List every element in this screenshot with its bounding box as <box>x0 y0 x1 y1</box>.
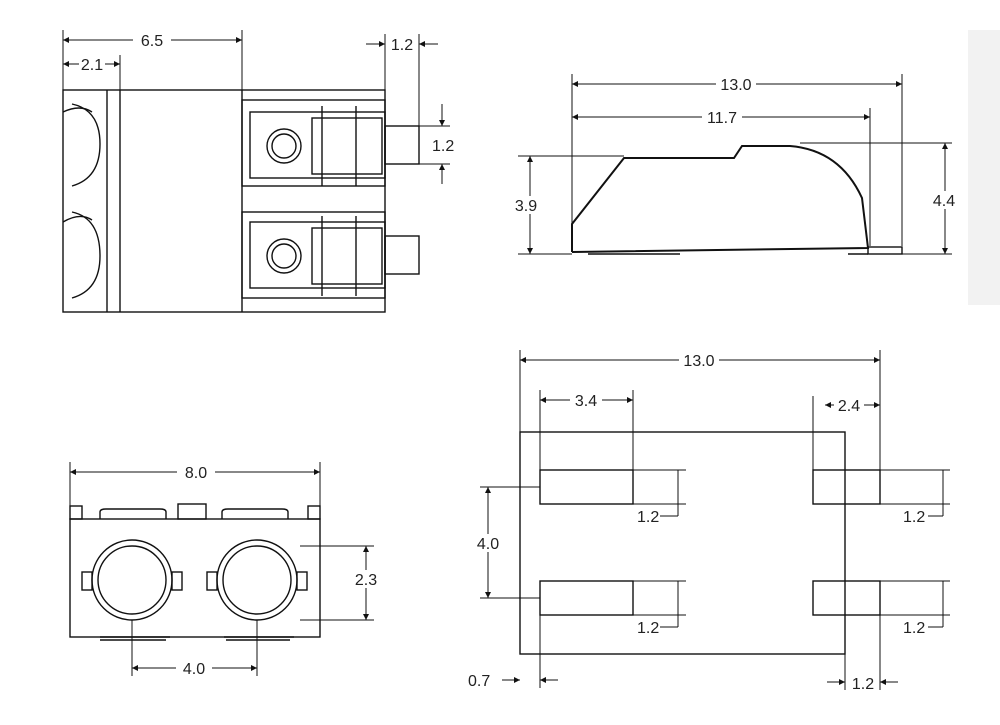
dim-pad-width-bottom-left: 1.2 <box>637 620 659 637</box>
dim-pad-extension: 1.2 <box>852 676 874 693</box>
dim-pad-length-left: 3.4 <box>575 393 597 410</box>
side-lead <box>867 246 903 255</box>
dim-lead-length: 1.2 <box>391 37 413 54</box>
lens-right <box>206 539 308 621</box>
lead-upper <box>384 125 420 165</box>
top-view-outline <box>62 89 386 313</box>
footprint-outline <box>519 431 846 655</box>
dim-side-body-length: 11.7 <box>707 110 737 127</box>
dim-side-length: 13.0 <box>720 77 751 94</box>
dim-front-width: 8.0 <box>185 465 207 482</box>
dim-pad-width-top-right: 1.2 <box>903 509 925 526</box>
dim-pad-length-right: 2.4 <box>838 398 860 415</box>
lead-lower <box>384 235 420 275</box>
pad-top-left <box>539 469 634 505</box>
dim-lead-width: 1.2 <box>432 138 454 155</box>
front-view-outline <box>69 518 321 638</box>
dim-front-lens-pitch: 4.0 <box>183 661 205 678</box>
dim-side-overall-height: 4.4 <box>933 193 955 210</box>
dim-pad-width-bottom-right: 1.2 <box>903 620 925 637</box>
contact-cell-upper <box>241 99 386 187</box>
lens-outline-bottom <box>71 211 101 299</box>
top-view: 6.5 2.1 1.2 1.2 <box>62 30 454 313</box>
pad-top-right <box>812 469 881 505</box>
lens-outline-top <box>71 103 101 187</box>
dim-top-offset: 2.1 <box>81 57 103 74</box>
dim-pad-width-top-left: 1.2 <box>637 509 659 526</box>
dim-footprint-length: 13.0 <box>683 353 714 370</box>
dim-pad-pitch: 4.0 <box>477 536 499 553</box>
footprint-view: 13.0 3.4 2.4 4.0 1.2 1.2 1.2 <box>468 350 950 693</box>
edge-strip <box>968 30 1000 305</box>
pad-bottom-left <box>539 580 634 616</box>
dim-pad-offset: 0.7 <box>468 673 490 690</box>
front-view: 8.0 2.3 4.0 <box>69 462 382 678</box>
side-view-profile <box>571 145 870 253</box>
pad-bottom-right <box>812 580 881 616</box>
lens-left <box>81 539 183 621</box>
dim-side-body-height: 3.9 <box>515 198 537 215</box>
dim-top-width: 6.5 <box>141 33 163 50</box>
dim-front-lens-height: 2.3 <box>355 572 377 589</box>
side-view: 13.0 11.7 3.9 4.4 <box>510 74 962 255</box>
contact-cell-lower <box>241 211 386 299</box>
